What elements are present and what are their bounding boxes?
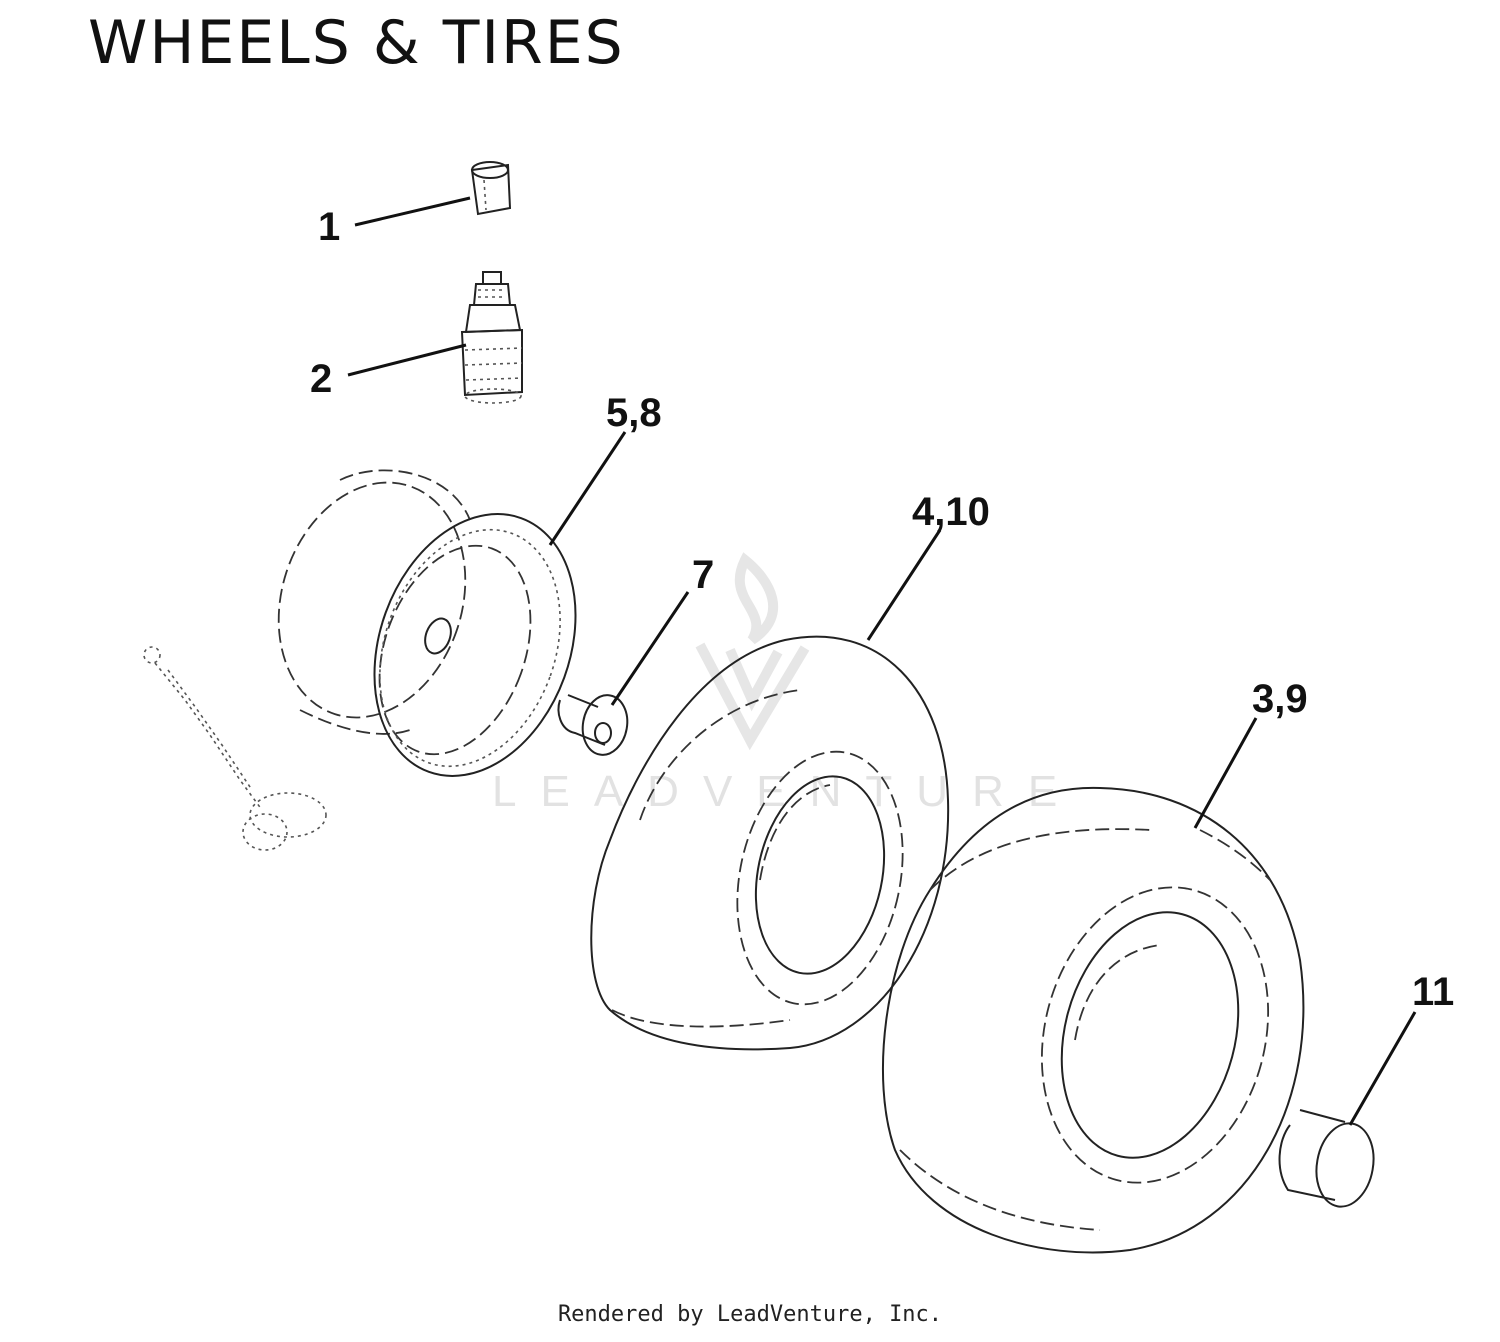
callout-2: 2 bbox=[310, 357, 332, 401]
valve-stem-part bbox=[460, 271, 523, 404]
valve-cap-part bbox=[470, 161, 512, 216]
watermark: LEADVENTURE bbox=[492, 552, 1081, 816]
footer-credit: Rendered by LeadVenture, Inc. bbox=[557, 1302, 943, 1327]
callout-leader-3-9 bbox=[1193, 717, 1258, 829]
leadventure-logo-icon bbox=[695, 552, 810, 751]
wheel-rim-part bbox=[277, 469, 577, 777]
callout-7: 7 bbox=[692, 553, 714, 597]
callout-leader-4-10 bbox=[866, 529, 942, 641]
front-tire-part bbox=[590, 635, 950, 1051]
callout-4-10: 4,10 bbox=[912, 490, 990, 534]
rear-tire-part bbox=[882, 786, 1305, 1254]
callout-1: 1 bbox=[318, 205, 340, 249]
callout-3-9: 3,9 bbox=[1252, 677, 1308, 721]
diagram-title: WHEELS & TIRES bbox=[88, 8, 625, 78]
callout-11: 11 bbox=[1412, 970, 1454, 1014]
watermark-text: LEADVENTURE bbox=[492, 767, 1081, 816]
hub-cap-part bbox=[1278, 1109, 1375, 1208]
axle-bolt-part bbox=[143, 646, 327, 851]
callout-5-8: 5,8 bbox=[606, 391, 662, 435]
bushing-part bbox=[557, 694, 629, 756]
callout-leader-5-8 bbox=[548, 431, 627, 546]
callout-leader-7 bbox=[610, 591, 690, 706]
callout-leader-1 bbox=[354, 196, 471, 227]
callout-leader-2 bbox=[347, 343, 467, 377]
callout-leader-11 bbox=[1348, 1011, 1417, 1126]
